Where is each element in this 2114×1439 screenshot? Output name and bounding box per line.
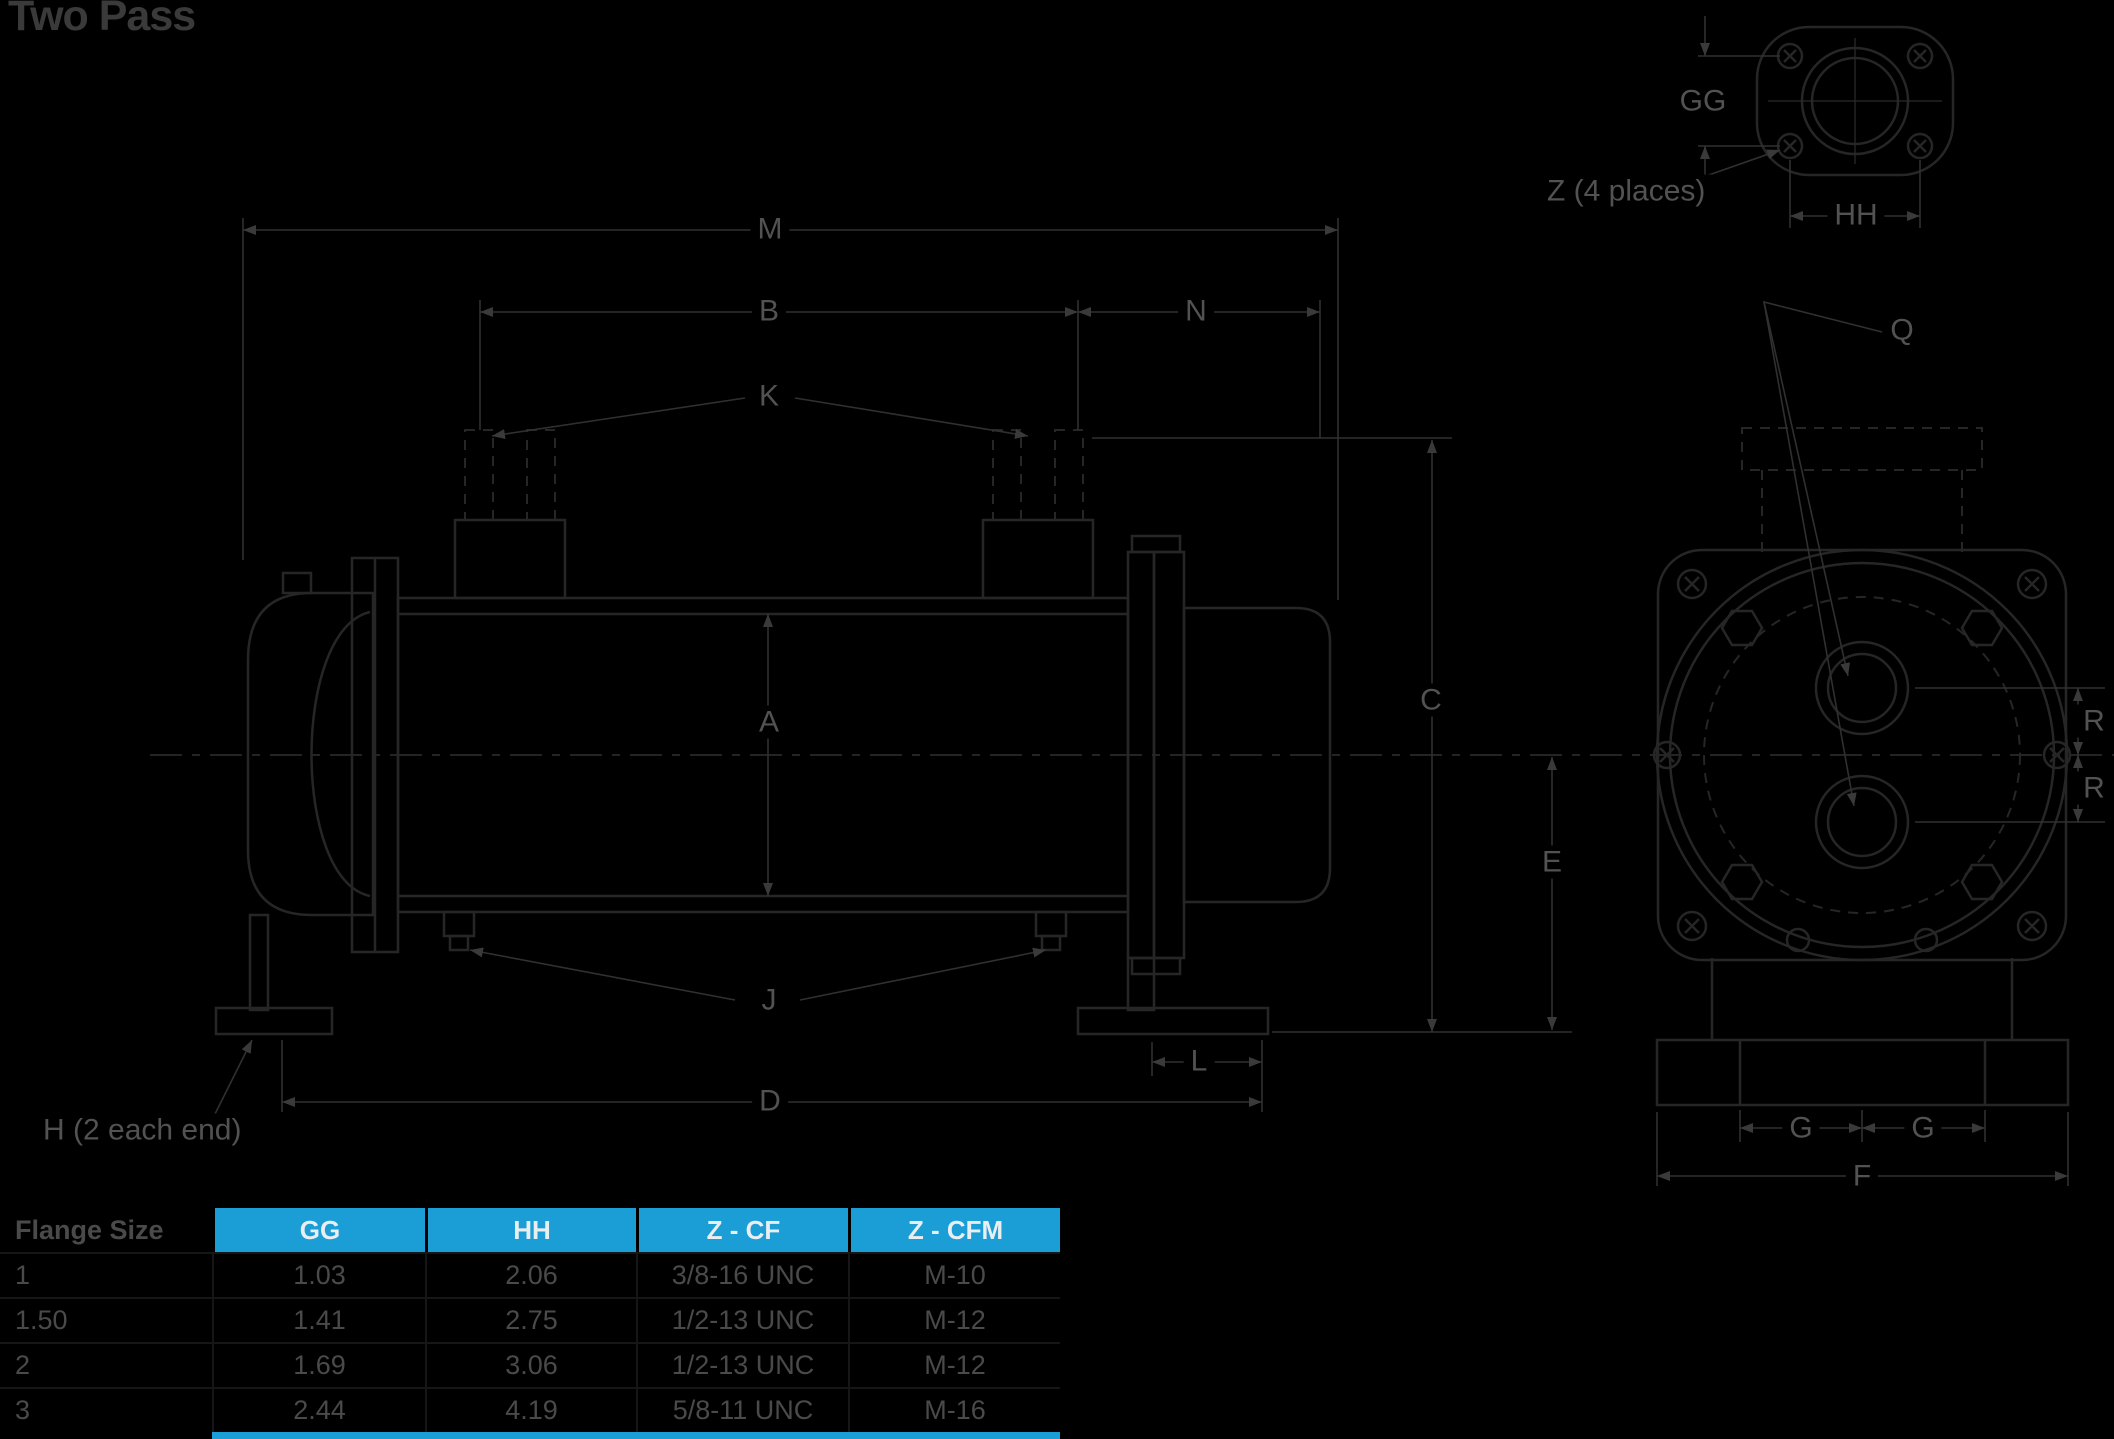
cell-z-cf: 1/2-13 UNC xyxy=(636,1342,848,1387)
cell-flange-size: 1 xyxy=(0,1252,212,1297)
end-view xyxy=(1652,548,2072,1107)
cell-hh: 2.06 xyxy=(425,1252,636,1297)
cell-z-cf: 3/8-16 UNC xyxy=(636,1252,848,1297)
column-header-gg: GG xyxy=(212,1208,425,1252)
column-header-z-cf: Z - CF xyxy=(636,1208,848,1252)
dim-label-n: N xyxy=(1178,294,1214,328)
dim-label-k: K xyxy=(751,379,787,413)
cell-flange-size: 3 xyxy=(0,1387,212,1432)
table-header-row: Flange Size GG HH Z - CF Z - CFM xyxy=(0,1208,1060,1252)
dim-label-e: E xyxy=(1534,845,1570,879)
cell-hh: 3.06 xyxy=(425,1342,636,1387)
hidden-detail-dashed xyxy=(464,427,2021,914)
dim-label-g-left: G xyxy=(1782,1111,1820,1145)
side-view xyxy=(214,518,1332,1036)
dimension-lines xyxy=(211,16,2105,1186)
cell-z-cfm: M-12 xyxy=(848,1342,1060,1387)
page-title: Two Pass xyxy=(8,0,196,40)
cell-z-cf: 1/2-13 UNC xyxy=(636,1297,848,1342)
dim-label-r-lower: R xyxy=(2076,771,2112,805)
dim-label-g-right: G xyxy=(1904,1111,1942,1145)
cell-z-cfm: M-12 xyxy=(848,1297,1060,1342)
cell-z-cfm: M-16 xyxy=(848,1387,1060,1432)
column-header-flange-size: Flange Size xyxy=(15,1214,164,1245)
dim-label-q: Q xyxy=(1883,313,1921,347)
cell-gg: 1.41 xyxy=(212,1297,425,1342)
table-row: 2 1.69 3.06 1/2-13 UNC M-12 xyxy=(0,1342,1060,1387)
table-footer-accent-bar xyxy=(212,1432,1060,1439)
dim-label-l: L xyxy=(1183,1044,1215,1078)
cell-gg: 2.44 xyxy=(212,1387,425,1432)
dim-label-f: F xyxy=(1845,1159,1879,1193)
table-row: 3 2.44 4.19 5/8-11 UNC M-16 xyxy=(0,1387,1060,1432)
table-row: 1.50 1.41 2.75 1/2-13 UNC M-12 xyxy=(0,1297,1060,1342)
column-header-z-cfm: Z - CFM xyxy=(848,1208,1060,1252)
cell-z-cf: 5/8-11 UNC xyxy=(636,1387,848,1432)
corner-bolt-icon xyxy=(1652,568,2072,942)
flange-detail xyxy=(1755,25,1955,177)
dim-label-j: J xyxy=(754,983,784,1017)
cell-gg: 1.69 xyxy=(212,1342,425,1387)
dim-label-d: D xyxy=(752,1084,788,1118)
cell-z-cfm: M-10 xyxy=(848,1252,1060,1297)
cell-hh: 2.75 xyxy=(425,1297,636,1342)
dim-label-b: B xyxy=(751,294,787,328)
dim-label-h: H (2 each end) xyxy=(36,1113,249,1147)
dim-label-a: A xyxy=(751,705,787,739)
dim-label-c: C xyxy=(1413,683,1449,717)
table-row: 1 1.03 2.06 3/8-16 UNC M-10 xyxy=(0,1252,1060,1297)
dim-label-r-upper: R xyxy=(2076,704,2112,738)
cell-flange-size: 2 xyxy=(0,1342,212,1387)
hex-bolt-icon xyxy=(1720,609,2004,901)
dim-label-gg: GG xyxy=(1672,84,1734,118)
cell-gg: 1.03 xyxy=(212,1252,425,1297)
dim-label-m: M xyxy=(750,212,790,246)
column-header-hh: HH xyxy=(425,1208,636,1252)
cell-hh: 4.19 xyxy=(425,1387,636,1432)
flange-spec-table: Flange Size GG HH Z - CF Z - CFM 1 1.03 … xyxy=(0,1208,1060,1432)
dim-label-z: Z (4 places) xyxy=(1540,174,1713,208)
cell-flange-size: 1.50 xyxy=(0,1297,212,1342)
dim-label-hh: HH xyxy=(1827,198,1885,232)
